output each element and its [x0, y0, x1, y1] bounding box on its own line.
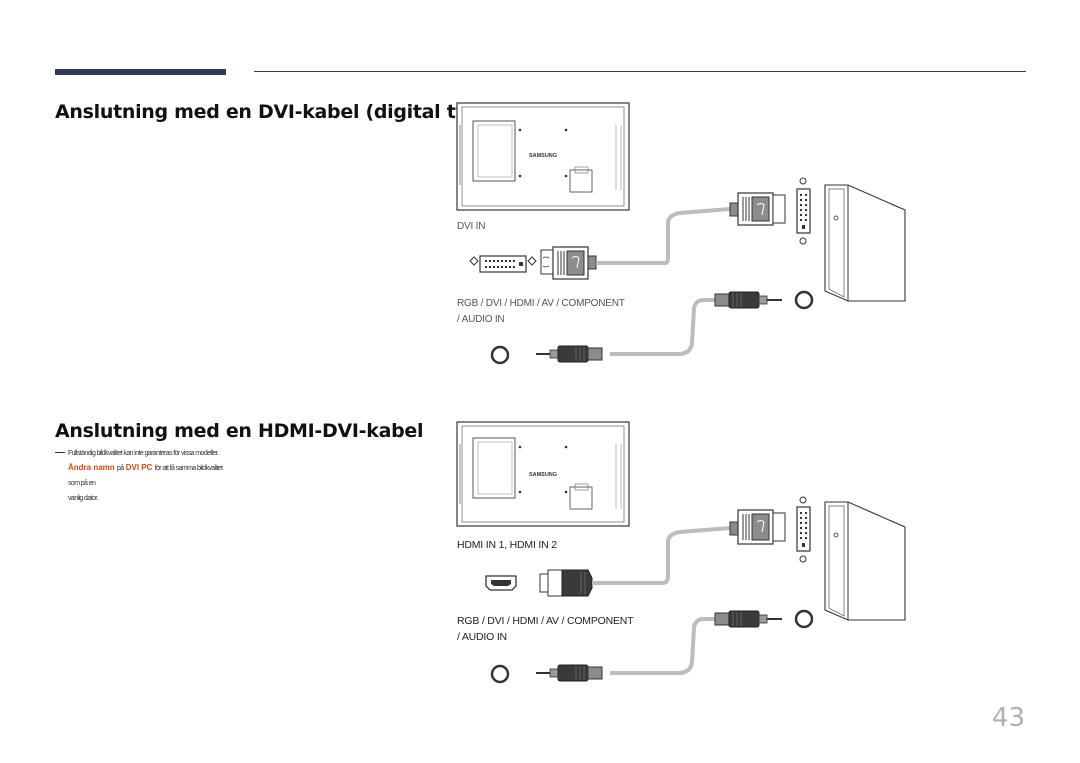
- audio-in-label-line2: / AUDIO IN: [457, 314, 505, 325]
- hdmi-dvi-connection-diagram: SAMSUNG: [440, 414, 920, 714]
- dvi-plug-pc-icon: [729, 509, 786, 545]
- section-heading-dvi: Anslutning med en DVI-kabel (digital typ…: [55, 101, 490, 123]
- hdmi-in-label: HDMI IN 1, HDMI IN 2: [457, 539, 557, 551]
- hdmi-diagram-svg: SAMSUNG: [456, 421, 906, 684]
- audio-plug-pc-icon: [610, 609, 814, 675]
- note-line1: Fullständig bildkvalitet kan inte garant…: [68, 450, 219, 457]
- monitor-back-icon: SAMSUNG: [456, 421, 630, 527]
- audio-plug-monitor-icon: [490, 345, 603, 365]
- dvi-in-label: DVI IN: [457, 221, 486, 232]
- pc-tower-icon: [824, 184, 906, 302]
- note-orange-2: DVI PC: [125, 463, 153, 472]
- dvi-plug-pc-icon: [729, 192, 786, 226]
- note-line3: vanlig dator.: [68, 495, 99, 502]
- note-connector: på: [116, 465, 124, 472]
- audio-in-label-line1: RGB / DVI / HDMI / AV / COMPONENT: [457, 298, 625, 309]
- hdmi-plug-icon: [539, 569, 593, 597]
- pc-tower-icon: [824, 501, 906, 621]
- samsung-logo: SAMSUNG: [529, 472, 557, 478]
- audio-plug-pc-icon: [610, 290, 814, 356]
- samsung-logo: SAMSUNG: [529, 153, 557, 159]
- dvi-connection-diagram: SAMSUNG: [440, 95, 920, 395]
- header-rule-thin: [254, 71, 1026, 72]
- page-number: 43: [991, 703, 1025, 733]
- dvi-port-icon: [469, 255, 537, 273]
- hdmi-port-icon: [485, 575, 517, 591]
- audio-in-label-line1: RGB / DVI / HDMI / AV / COMPONENT: [457, 615, 634, 627]
- header-rule-thick: [55, 69, 226, 75]
- dvi-port-pc-icon: [796, 496, 811, 563]
- note-text: Fullständig bildkvalitet kan inte garant…: [55, 446, 230, 506]
- dvi-diagram-svg: SAMSUNG: [456, 102, 906, 365]
- audio-plug-monitor-icon: [490, 664, 603, 684]
- monitor-back-icon: SAMSUNG: [456, 102, 630, 211]
- dvi-plug-monitor-icon: [540, 246, 597, 280]
- dvi-port-pc-icon: [796, 177, 811, 245]
- audio-in-label-line2: / AUDIO IN: [457, 631, 507, 643]
- note-orange-1: Ändra namn: [68, 463, 115, 472]
- section-heading-hdmi-dvi: Anslutning med en HDMI-DVI-kabel: [55, 420, 424, 442]
- note-rest: för att få samma bildkvalitet som på en: [68, 465, 223, 487]
- note-dash: [55, 452, 65, 454]
